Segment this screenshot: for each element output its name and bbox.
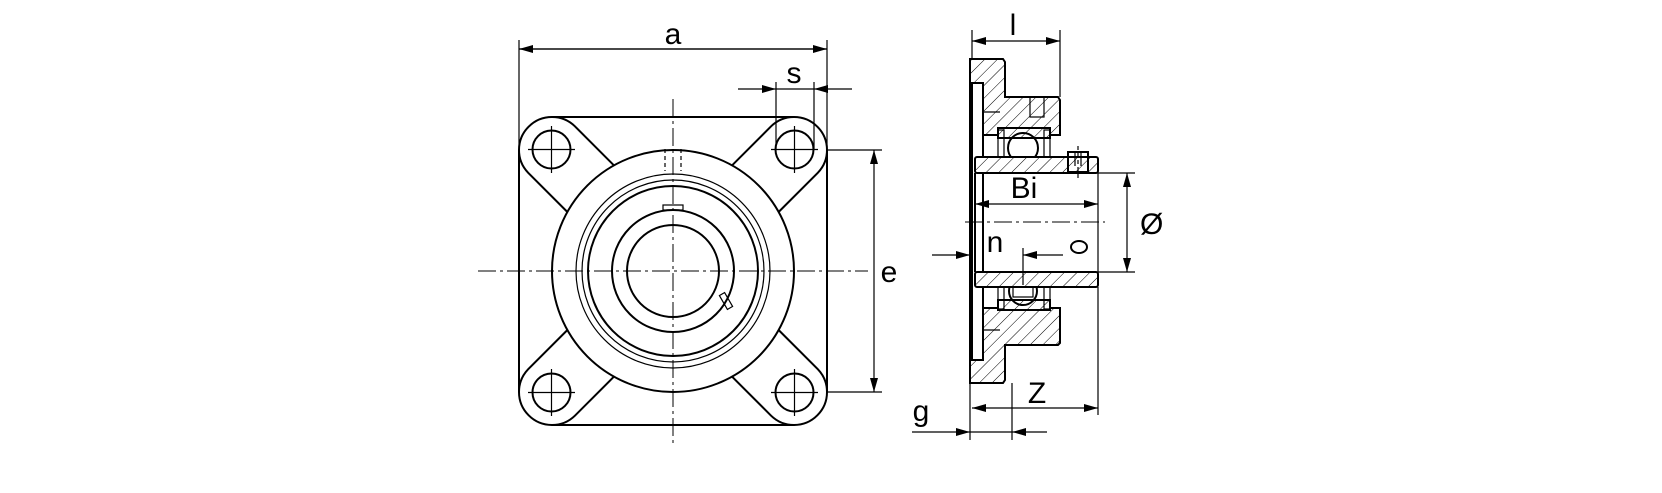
side-section-view bbox=[965, 58, 1105, 384]
dimension-e: e bbox=[827, 149, 898, 393]
label-n: n bbox=[987, 226, 1004, 259]
label-bi: Bi bbox=[1011, 172, 1038, 205]
label-g: g bbox=[913, 395, 930, 428]
dimension-s: s bbox=[738, 57, 852, 150]
dimension-g: g bbox=[912, 395, 1047, 436]
set-screw-hole bbox=[1070, 240, 1088, 254]
dimension-l: l bbox=[971, 9, 1061, 97]
dimension-z: Z bbox=[969, 287, 1099, 440]
label-e: e bbox=[881, 256, 898, 289]
set-screw bbox=[1067, 151, 1089, 173]
label-a: a bbox=[665, 18, 682, 51]
inner-ring-top bbox=[974, 156, 1099, 174]
inner-ring-bottom bbox=[974, 271, 1099, 288]
corner-lobes bbox=[517, 115, 829, 427]
dimension-a: a bbox=[518, 18, 828, 150]
front-view bbox=[478, 99, 868, 443]
dimension-diameter: Ø bbox=[1098, 172, 1163, 273]
label-s: s bbox=[787, 57, 802, 90]
label-z: Z bbox=[1028, 377, 1046, 410]
dimension-bi: Bi bbox=[975, 172, 1098, 208]
label-l: l bbox=[1010, 9, 1017, 42]
dimension-n: n bbox=[932, 226, 1063, 259]
label-diameter: Ø bbox=[1140, 208, 1163, 241]
